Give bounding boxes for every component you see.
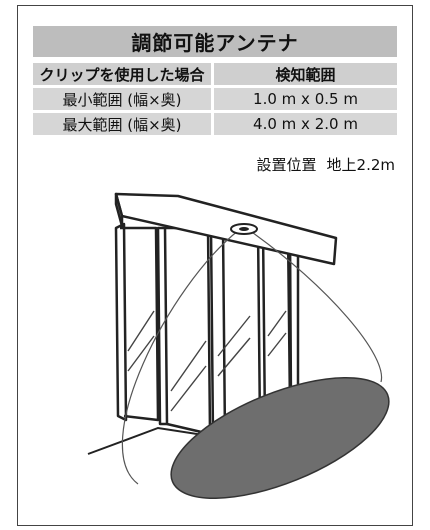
table-header-row: クリップを使用した場合 検知範囲: [33, 63, 397, 85]
row-label: 最大範囲 (幅×奥): [33, 113, 211, 135]
detection-cone-left: [121, 229, 240, 485]
installation-label: 設置位置: [256, 156, 317, 174]
spec-table: クリップを使用した場合 検知範囲 最小範囲 (幅×奥) 1.0 m x 0.5 …: [33, 63, 397, 138]
table-row-max: 最大範囲 (幅×奥) 4.0 m x 2.0 m: [33, 113, 397, 135]
detection-area-floor: [170, 377, 390, 499]
door-header-beam: [114, 192, 338, 266]
row-value: 4.0 m x 2.0 m: [214, 113, 397, 135]
header-detection-range: 検知範囲: [214, 63, 397, 85]
spec-card: 調節可能アンテナ クリップを使用した場合 検知範囲 最小範囲 (幅×奥) 1.0…: [17, 5, 413, 526]
glass-reflection-lines: [127, 310, 287, 412]
detection-cone-right: [248, 229, 383, 383]
header-clip-usage: クリップを使用した場合: [33, 63, 211, 85]
installation-position: 設置位置地上2.2m: [257, 154, 395, 175]
sensor-detection-area-drawing: [87, 192, 390, 499]
table-row-min: 最小範囲 (幅×奥) 1.0 m x 0.5 m: [33, 88, 397, 110]
row-label: 最小範囲 (幅×奥): [33, 88, 211, 110]
sensor-unit-icon: [230, 223, 258, 235]
row-value: 1.0 m x 0.5 m: [214, 88, 397, 110]
installation-value: 地上2.2m: [326, 156, 395, 174]
card-title: 調節可能アンテナ: [33, 26, 397, 57]
